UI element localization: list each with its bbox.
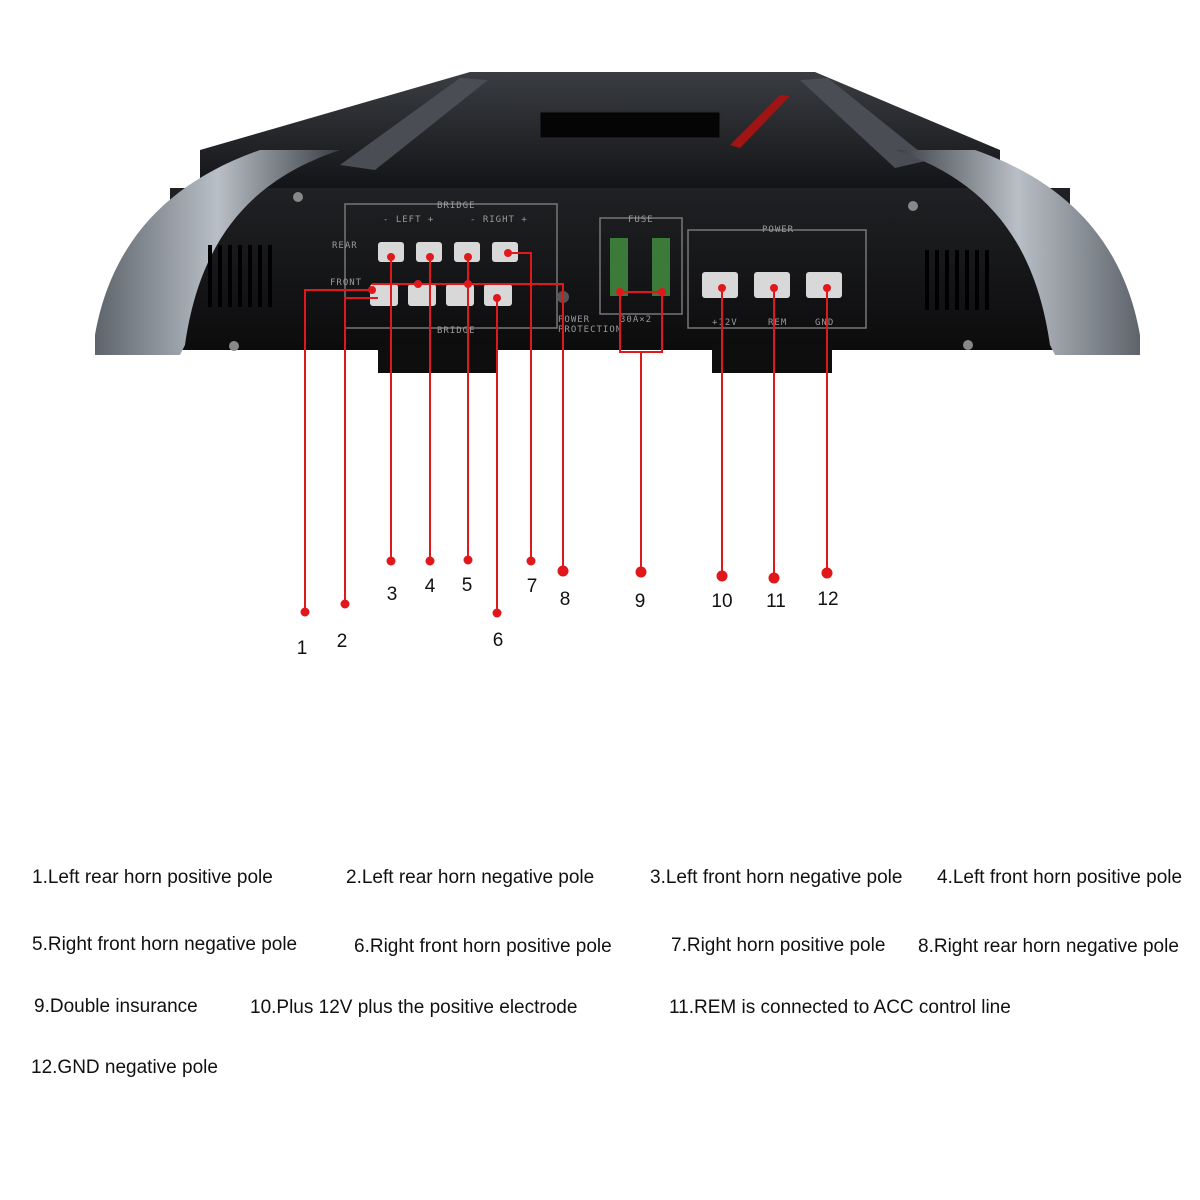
screw bbox=[293, 192, 303, 202]
end-cap-right bbox=[895, 150, 1140, 355]
leader-line-2 bbox=[344, 297, 378, 604]
power-label: POWER bbox=[762, 225, 794, 235]
callout-dot-12 bbox=[821, 567, 833, 579]
fuse-block: FUSE 30A×2 bbox=[599, 215, 683, 325]
callout-number-9: 9 bbox=[635, 591, 646, 612]
fuse-label: FUSE bbox=[628, 215, 654, 225]
terminal-dot bbox=[464, 280, 472, 288]
legend-item-10: 10.Plus 12V plus the positive electrode bbox=[250, 997, 578, 1018]
vent-right bbox=[925, 250, 989, 310]
callout-dot-10 bbox=[716, 570, 728, 582]
terminal-dot bbox=[414, 280, 422, 288]
callout-dot-4 bbox=[425, 556, 435, 566]
legend-item-12: 12.GND negative pole bbox=[31, 1057, 218, 1078]
terminal-dot bbox=[718, 284, 726, 292]
callout-number-5: 5 bbox=[462, 575, 473, 596]
callout-number-1: 1 bbox=[297, 638, 308, 659]
legend-item-7: 7.Right horn positive pole bbox=[671, 935, 886, 956]
callout-number-8: 8 bbox=[560, 589, 571, 610]
terminal-dot bbox=[493, 294, 501, 302]
screw bbox=[908, 201, 918, 211]
callout-dot-3 bbox=[386, 556, 396, 566]
callout-number-10: 10 bbox=[711, 591, 732, 612]
heatsink-rail-left bbox=[340, 78, 488, 170]
foot bbox=[378, 345, 498, 373]
callout-dot-9 bbox=[635, 566, 647, 578]
terminal-gnd bbox=[806, 272, 842, 298]
fuse-left bbox=[610, 238, 628, 296]
terminal-dot bbox=[658, 288, 666, 296]
leader-line-8 bbox=[372, 283, 564, 570]
terminal-dot bbox=[368, 286, 376, 294]
callout-number-7: 7 bbox=[527, 576, 538, 597]
callout-dot-5 bbox=[463, 555, 473, 565]
terminal-dot bbox=[464, 253, 472, 261]
legend-item-6: 6.Right front horn positive pole bbox=[354, 936, 612, 957]
callout-numbers: 1 2 3 4 5 6 7 8 9 10 11 12 bbox=[297, 575, 839, 659]
screw bbox=[229, 341, 239, 351]
leader-lines bbox=[304, 252, 828, 612]
end-cap-left bbox=[95, 150, 340, 355]
callout-number-3: 3 bbox=[387, 584, 398, 605]
terminal-dot bbox=[823, 284, 831, 292]
callout-number-4: 4 bbox=[425, 576, 436, 597]
label-plate bbox=[539, 111, 721, 139]
screw bbox=[963, 340, 973, 350]
callout-number-12: 12 bbox=[817, 589, 838, 610]
terminal-rem-label: REM bbox=[768, 318, 787, 328]
terminal-dot bbox=[426, 253, 434, 261]
fuse-rating: 30A×2 bbox=[620, 315, 652, 325]
bridge-bottom-label: BRIDGE bbox=[437, 326, 476, 336]
legend-item-3: 3.Left front horn negative pole bbox=[650, 867, 903, 888]
power-protection-label-2: PROTECTION bbox=[558, 325, 622, 335]
terminal-dot bbox=[504, 249, 512, 257]
fuse-right bbox=[652, 238, 670, 296]
foot bbox=[712, 345, 832, 373]
vent-left bbox=[208, 245, 272, 307]
callout-dot-1 bbox=[300, 607, 310, 617]
legend-item-8: 8.Right rear horn negative pole bbox=[918, 936, 1179, 957]
callout-dot-11 bbox=[768, 572, 780, 584]
legend-item-5: 5.Right front horn negative pole bbox=[32, 934, 298, 955]
callout-number-11: 11 bbox=[766, 591, 786, 612]
terminal-dot bbox=[770, 284, 778, 292]
power-protection-label: POWER bbox=[558, 315, 590, 325]
callout-dot-2 bbox=[340, 599, 350, 609]
amplifier-body bbox=[95, 72, 1140, 373]
leader-line-1 bbox=[304, 289, 372, 612]
bridge-top-label: BRIDGE bbox=[437, 201, 476, 211]
heatsink-rail-right bbox=[800, 78, 930, 168]
terminal-12v-label: +12V bbox=[712, 318, 738, 328]
red-trim-line bbox=[730, 95, 790, 148]
left-channel-label: - LEFT + bbox=[383, 215, 434, 225]
legend-item-2: 2.Left rear horn negative pole bbox=[346, 867, 595, 888]
legend-item-9: 9.Double insurance bbox=[34, 996, 198, 1017]
terminal-dot bbox=[387, 253, 395, 261]
callout-number-6: 6 bbox=[493, 630, 504, 651]
legend-item-11: 11.REM is connected to ACC control line bbox=[669, 997, 1011, 1018]
rear-label: REAR bbox=[332, 241, 358, 251]
callout-number-2: 2 bbox=[337, 631, 348, 652]
legend-item-1: 1.Left rear horn positive pole bbox=[32, 867, 273, 888]
right-channel-label: - RIGHT + bbox=[470, 215, 528, 225]
leader-line-7 bbox=[508, 252, 532, 560]
terminal-gnd-label: GND bbox=[815, 318, 834, 328]
callout-dot-6 bbox=[492, 608, 502, 618]
front-label: FRONT bbox=[330, 278, 362, 288]
callout-dot-7 bbox=[526, 556, 536, 566]
terminal-dot bbox=[616, 288, 624, 296]
callout-dots bbox=[300, 249, 833, 618]
legend-item-4: 4.Left front horn positive pole bbox=[937, 867, 1183, 888]
callout-dot-8 bbox=[557, 565, 569, 577]
